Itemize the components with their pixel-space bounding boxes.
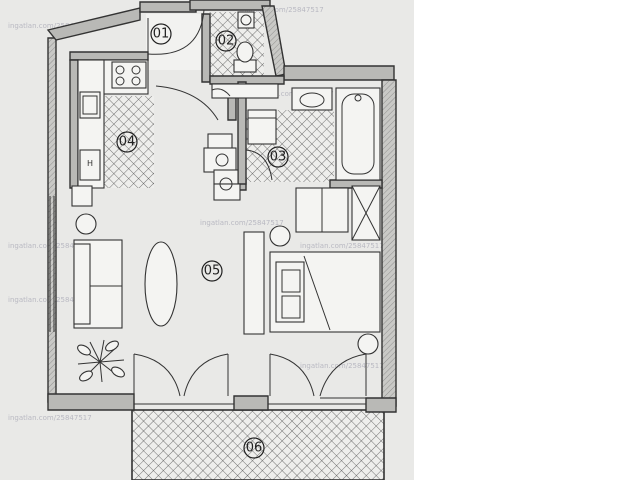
floor-plan: ingatlan.com/25847517 ingatlan.com/25847… xyxy=(8,0,397,480)
dining-table xyxy=(203,147,237,173)
balcony-floor xyxy=(132,410,384,480)
plant-icon xyxy=(77,339,125,383)
bathtub-icon xyxy=(335,87,381,181)
wc-basin xyxy=(237,11,255,29)
watermark-text: ingatlan.com/25847517 xyxy=(240,6,324,14)
room-05-label: 05 xyxy=(201,260,223,282)
room-01-label: 01 xyxy=(150,23,172,45)
watermark-text: ingatlan.com/25847517 xyxy=(300,362,384,370)
kitchen-floor xyxy=(104,96,154,188)
chair-icon xyxy=(213,183,241,201)
bed-icon xyxy=(269,251,381,333)
chair-icon xyxy=(213,169,239,185)
svg-text:H: H xyxy=(87,159,93,168)
toilet-icon xyxy=(233,41,257,73)
stove-icon xyxy=(111,61,147,89)
sink-icon xyxy=(79,91,101,119)
svg-text:01: 01 xyxy=(153,27,170,42)
washbasin-icon xyxy=(291,87,333,111)
sofa-icon xyxy=(73,239,123,329)
svg-text:05: 05 xyxy=(204,264,221,279)
nightstand xyxy=(357,333,379,355)
wc-shelf xyxy=(211,83,279,99)
room-02-label: 02 xyxy=(215,30,237,52)
watermark-text: ingatlan.com/25847517 xyxy=(8,414,92,422)
svg-text:06: 06 xyxy=(246,441,263,456)
room-03-label: 03 xyxy=(267,146,289,168)
washing-machine xyxy=(247,109,277,145)
window-left xyxy=(49,196,55,332)
watermark-text: ingatlan.com/25847517 xyxy=(300,242,384,250)
wardrobe xyxy=(351,185,381,241)
fridge xyxy=(79,149,101,181)
nightstand xyxy=(269,225,291,247)
svg-text:03: 03 xyxy=(270,150,287,165)
door-swing-icon xyxy=(133,9,367,397)
watermark-text: ingatlan.com/25847517 xyxy=(200,219,284,227)
dining-set xyxy=(203,133,241,201)
tv-unit xyxy=(243,231,265,335)
room-04-label: 04 xyxy=(116,131,138,153)
svg-text:04: 04 xyxy=(119,135,136,150)
watermark-text: ingatlan.com/25847517 xyxy=(8,22,92,30)
kitchen-counter: H xyxy=(71,59,149,207)
room-06-label: 06 xyxy=(243,437,265,459)
cabinet xyxy=(295,187,349,233)
coffee-table xyxy=(144,241,178,327)
svg-text:02: 02 xyxy=(218,34,235,49)
side-table xyxy=(75,213,97,235)
